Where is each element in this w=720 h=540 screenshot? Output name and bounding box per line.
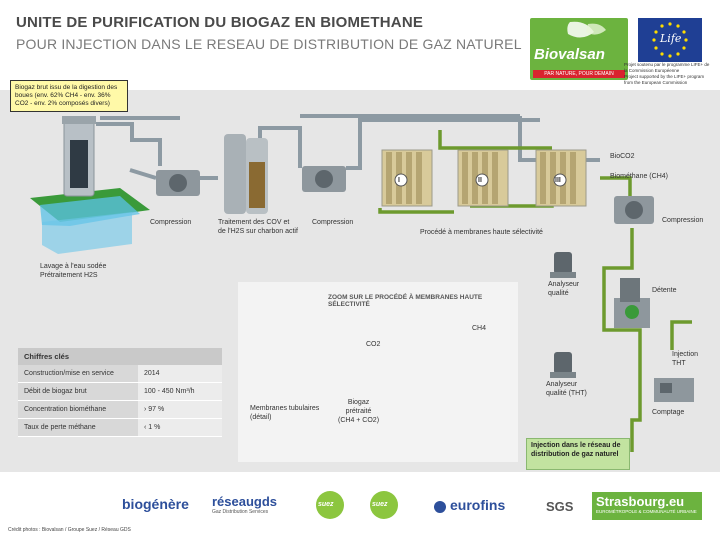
table-row: Construction/mise en service 2014 [18, 365, 222, 383]
label-cov-2: de l'H2S sur charbon actif [218, 228, 298, 235]
partner-reseaugds-caption: Gaz Distribution Services [212, 509, 269, 515]
partner-strasbourg: Strasbourg.eu EUROMÉTROPOLE & COMMUNAUTÉ… [596, 494, 697, 514]
partner-sgs: SGS [546, 499, 574, 514]
compressor-3 [614, 196, 654, 224]
suez-logos [316, 491, 446, 519]
compressor-2 [302, 166, 346, 192]
row-value: › 97 % [138, 401, 222, 418]
label-biogaz-pretraite: Biogaz prétraité (CH4 + CO2) [338, 398, 379, 425]
label-lavage-1: Lavage à l'eau sodée [40, 263, 107, 270]
compressor-1 [156, 170, 200, 196]
partner-eurofins: eurofins [450, 497, 506, 513]
label-bioco2: BioCO2 [610, 153, 635, 160]
analyseur-2 [550, 352, 576, 378]
label-co2: CO2 [366, 341, 381, 348]
label-stage-2: II [478, 177, 482, 184]
biovalsan-tagline: PAR NATURE, POUR DEMAIN [533, 70, 625, 78]
label-analyseur1-2: qualité [548, 290, 569, 297]
label-detente: Détente [652, 287, 677, 294]
label-analyseur1: Analyseur qualité [548, 280, 579, 298]
label-cov-1: Traitement des COV et [218, 219, 290, 226]
row-label: Taux de perte méthane [18, 419, 138, 436]
row-value: 100 - 450 Nm³/h [138, 383, 222, 400]
partner-suez-2: suez [372, 501, 388, 508]
partner-suez-1: suez [318, 501, 334, 508]
table-row: Concentration biométhane › 97 % [18, 401, 222, 419]
label-compression1: Compression [150, 219, 192, 226]
key-figures-table: Chiffres clés Construction/mise en servi… [18, 348, 222, 437]
zoom-title: ZOOM SUR LE PROCÉDÉ À MEMBRANES HAUTE SÉ… [328, 294, 483, 308]
detente-unit [614, 278, 650, 328]
partner-strasbourg-caption: EUROMÉTROPOLE & COMMUNAUTÉ URBAINE [596, 509, 697, 514]
label-injection-tht: Injection THT [672, 350, 698, 368]
lavage-tank [30, 116, 150, 254]
biovalsan-name: Biovalsan [534, 46, 605, 63]
eu-caption-en: Project supported by the LIFE+ program f… [624, 74, 705, 85]
label-cov: Traitement des COV et de l'H2S sur charb… [218, 218, 298, 236]
membrane-stage-1 [381, 149, 433, 207]
label-biogaz-3: (CH4 + CO2) [338, 417, 380, 424]
label-stage-1: I [398, 177, 400, 184]
label-analyseur2-1: Analyseur [546, 381, 578, 388]
partner-strasbourg-name: Strasbourg.eu [596, 494, 685, 509]
label-injection-2: THT [672, 360, 686, 367]
row-value: 2014 [138, 365, 222, 382]
label-biomethane: Biométhane (CH4) [610, 173, 668, 180]
photo-credit: Crédit photos : Biovalsan / Groupe Suez … [8, 527, 131, 533]
label-lavage-2: Prétraitement H2S [40, 272, 98, 279]
label-comptage: Comptage [652, 409, 685, 416]
injection-reseau-box: Injection dans le réseau de distribution… [526, 438, 630, 470]
label-lavage: Lavage à l'eau sodée Prétraitement H2S [40, 262, 106, 280]
biovalsan-logo: Biovalsan PAR NATURE, POUR DEMAIN [530, 18, 628, 80]
partner-reseaugds: réseaugds Gaz Distribution Services [212, 494, 277, 515]
analyseur-1 [550, 252, 576, 278]
label-compression2: Compression [312, 219, 354, 226]
zoom-panel: ZOOM SUR LE PROCÉDÉ À MEMBRANES HAUTE SÉ… [238, 282, 518, 462]
partner-reseaugds-name: réseaugds [212, 494, 278, 509]
biogaz-callout: Biogaz brut issu de la digestion des bou… [10, 80, 128, 112]
cov-filters [224, 134, 268, 214]
life-text: Life [660, 32, 682, 45]
label-membranes-1: Membranes tubulaires [250, 405, 320, 412]
eu-caption: Projet soutenu par le programme LIFE+ de… [624, 62, 714, 86]
eu-life-logo: Life [638, 18, 702, 62]
leaf-icon [567, 21, 606, 38]
row-value: ‹ 1 % [138, 419, 222, 436]
table-row: Taux de perte méthane ‹ 1 % [18, 419, 222, 437]
title-line1: UNITE DE PURIFICATION DU BIOGAZ EN BIOME… [16, 14, 424, 31]
eu-caption-fr: Projet soutenu par le programme LIFE+ de… [624, 62, 710, 73]
label-ch4: CH4 [472, 325, 487, 332]
label-membranes-tubulaires: Membranes tubulaires (détail) [250, 404, 319, 422]
row-label: Débit de biogaz brut [18, 383, 138, 400]
row-label: Concentration biométhane [18, 401, 138, 418]
label-analyseur1-1: Analyseur [548, 281, 580, 288]
table-row: Débit de biogaz brut 100 - 450 Nm³/h [18, 383, 222, 401]
label-stage-3: III [555, 177, 561, 184]
label-biogaz-2: prétraité [345, 408, 372, 415]
comptage-unit [654, 378, 694, 402]
key-figures-title: Chiffres clés [18, 348, 222, 365]
partner-biogenere: biogénère [122, 496, 189, 512]
membrane-stage-2 [457, 149, 509, 207]
label-membranes-proc: Procédé à membranes haute sélectivité [420, 229, 543, 236]
title-line2: POUR INJECTION DANS LE RESEAU DE DISTRIB… [16, 36, 522, 52]
label-analyseur2-2: qualité (THT) [546, 390, 587, 397]
row-label: Construction/mise en service [18, 365, 138, 382]
membrane-stage-3 [535, 149, 587, 207]
label-analyseur2: Analyseur qualité (THT) [546, 380, 587, 398]
label-biogaz-1: Biogaz [347, 399, 370, 406]
label-compression3: Compression [662, 217, 704, 224]
label-membranes-2: (détail) [250, 414, 272, 421]
eu-stars-icon [652, 22, 688, 58]
strasbourg-logo-bg [592, 492, 702, 520]
label-injection-1: Injection [672, 351, 699, 358]
